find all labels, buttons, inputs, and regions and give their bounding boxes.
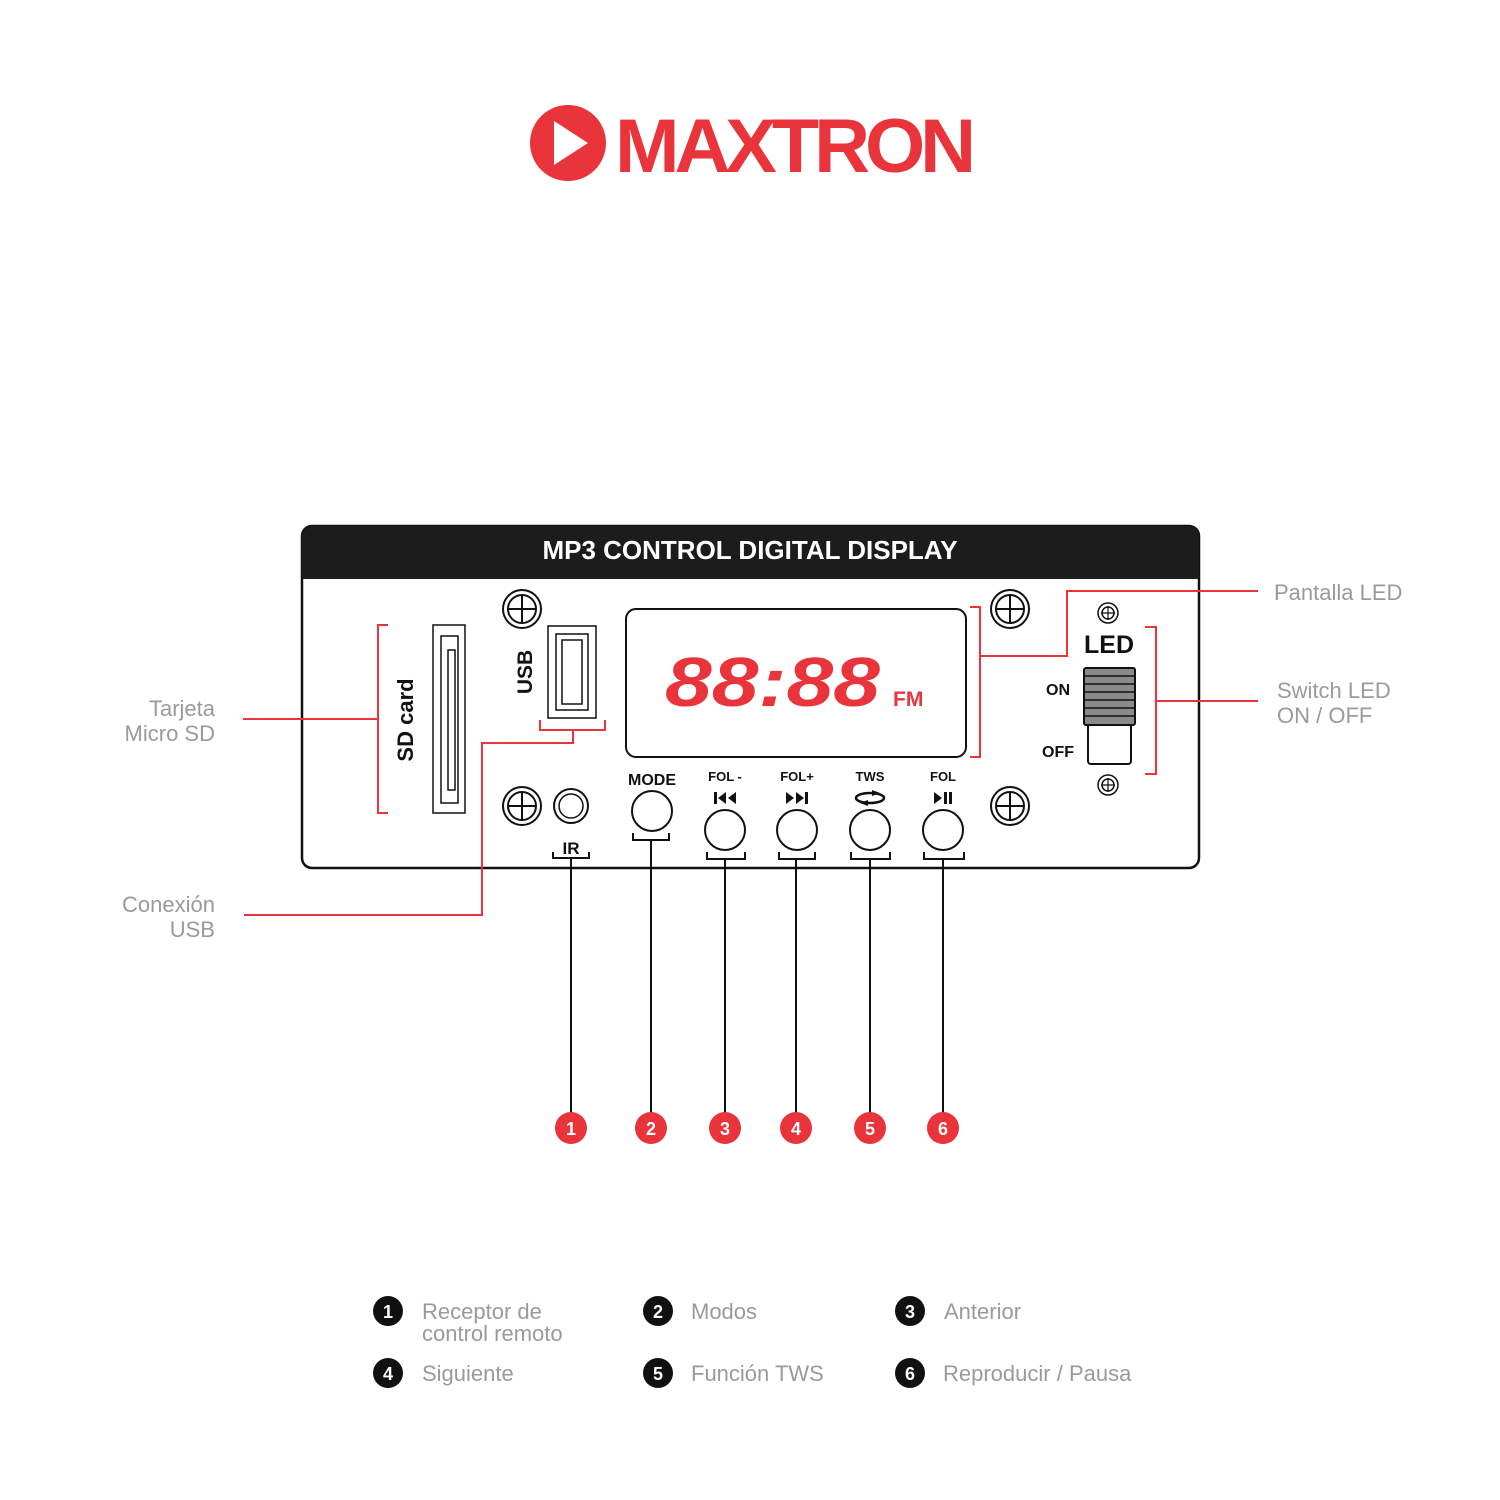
legend-item: 2 Modos	[643, 1296, 757, 1326]
switch-callout-line1: Switch LED	[1277, 678, 1391, 703]
switch-on-label: ON	[1046, 682, 1070, 699]
svg-text:6: 6	[905, 1364, 915, 1384]
ir-label: IR	[563, 839, 580, 858]
svg-text:4: 4	[383, 1364, 393, 1384]
mode-label: MODE	[628, 772, 676, 789]
screw-icon	[990, 589, 1030, 629]
sd-callout-line1: Tarjeta	[149, 696, 216, 721]
marker-1: 1	[555, 1112, 587, 1144]
sd-callout-line2: Micro SD	[125, 721, 215, 746]
display-digits: 88:88	[665, 643, 880, 721]
panel-title: MP3 CONTROL DIGITAL DISPLAY	[542, 535, 957, 565]
marker-2: 2	[635, 1112, 667, 1144]
fol-label: FOL	[930, 769, 956, 784]
sd-card-slot[interactable]	[432, 624, 466, 814]
usb-callout-line1: Conexión	[122, 892, 215, 917]
svg-text:Receptor de: Receptor de	[422, 1299, 542, 1324]
fol-plus-label: FOL+	[780, 769, 814, 784]
marker-6: 6	[927, 1112, 959, 1144]
next-icon	[786, 792, 808, 804]
logo-text: MAXTRON	[615, 104, 971, 189]
tws-button[interactable]	[849, 809, 891, 851]
small-screw-icon	[1097, 602, 1119, 624]
led-display: 88:88 FM	[625, 608, 967, 758]
previous-icon	[714, 792, 736, 804]
led-label: LED	[1084, 631, 1134, 659]
marker-3: 3	[709, 1112, 741, 1144]
marker-4: 4	[780, 1112, 812, 1144]
svg-text:1: 1	[566, 1119, 576, 1139]
svg-text:Modos: Modos	[691, 1299, 757, 1324]
previous-button[interactable]	[704, 809, 746, 851]
svg-text:3: 3	[905, 1302, 915, 1322]
usb-label: USB	[514, 650, 537, 694]
screw-icon	[502, 786, 542, 826]
svg-text:2: 2	[653, 1302, 663, 1322]
legend-item: 4 Siguiente	[373, 1358, 514, 1388]
next-button[interactable]	[776, 809, 818, 851]
svg-text:Anterior: Anterior	[944, 1299, 1021, 1324]
svg-text:Función TWS: Función TWS	[691, 1361, 824, 1386]
mp3-panel: MP3 CONTROL DIGITAL DISPLAY SD card USB …	[300, 524, 1258, 1113]
play-pause-button[interactable]	[922, 809, 964, 851]
maxtron-logo: MAXTRON	[530, 104, 976, 189]
switch-callout-line2: ON / OFF	[1277, 703, 1372, 728]
legend-item: 5 Función TWS	[643, 1358, 824, 1388]
svg-text:control remoto: control remoto	[422, 1321, 563, 1346]
mode-button[interactable]	[631, 790, 673, 832]
svg-text:2: 2	[646, 1119, 656, 1139]
usb-port[interactable]	[547, 625, 597, 719]
marker-5: 5	[854, 1112, 886, 1144]
screw-icon	[990, 786, 1030, 826]
svg-text:6: 6	[938, 1119, 948, 1139]
switch-off-label: OFF	[1042, 744, 1074, 761]
svg-text:Reproducir / Pausa: Reproducir / Pausa	[943, 1361, 1132, 1386]
usb-callout-line2: USB	[170, 917, 215, 942]
sd-card-label: SD card	[393, 678, 418, 761]
screen-callout: Pantalla LED	[1274, 580, 1402, 605]
svg-text:5: 5	[653, 1364, 663, 1384]
tws-label: TWS	[856, 769, 885, 784]
fol-minus-label: FOL -	[708, 769, 742, 784]
play-pause-icon	[934, 792, 952, 804]
display-mode: FM	[893, 688, 923, 711]
small-screw-icon	[1097, 774, 1119, 796]
ir-receiver	[553, 788, 589, 824]
svg-text:3: 3	[720, 1119, 730, 1139]
svg-text:4: 4	[791, 1119, 801, 1139]
repeat-icon	[854, 790, 886, 806]
svg-text:Siguiente: Siguiente	[422, 1361, 514, 1386]
svg-text:5: 5	[865, 1119, 875, 1139]
legend-item: 3 Anterior	[895, 1296, 1021, 1326]
legend-item: 6 Reproducir / Pausa	[895, 1358, 1132, 1388]
svg-text:1: 1	[383, 1302, 393, 1322]
screw-icon	[502, 589, 542, 629]
led-switch[interactable]	[1083, 667, 1136, 765]
